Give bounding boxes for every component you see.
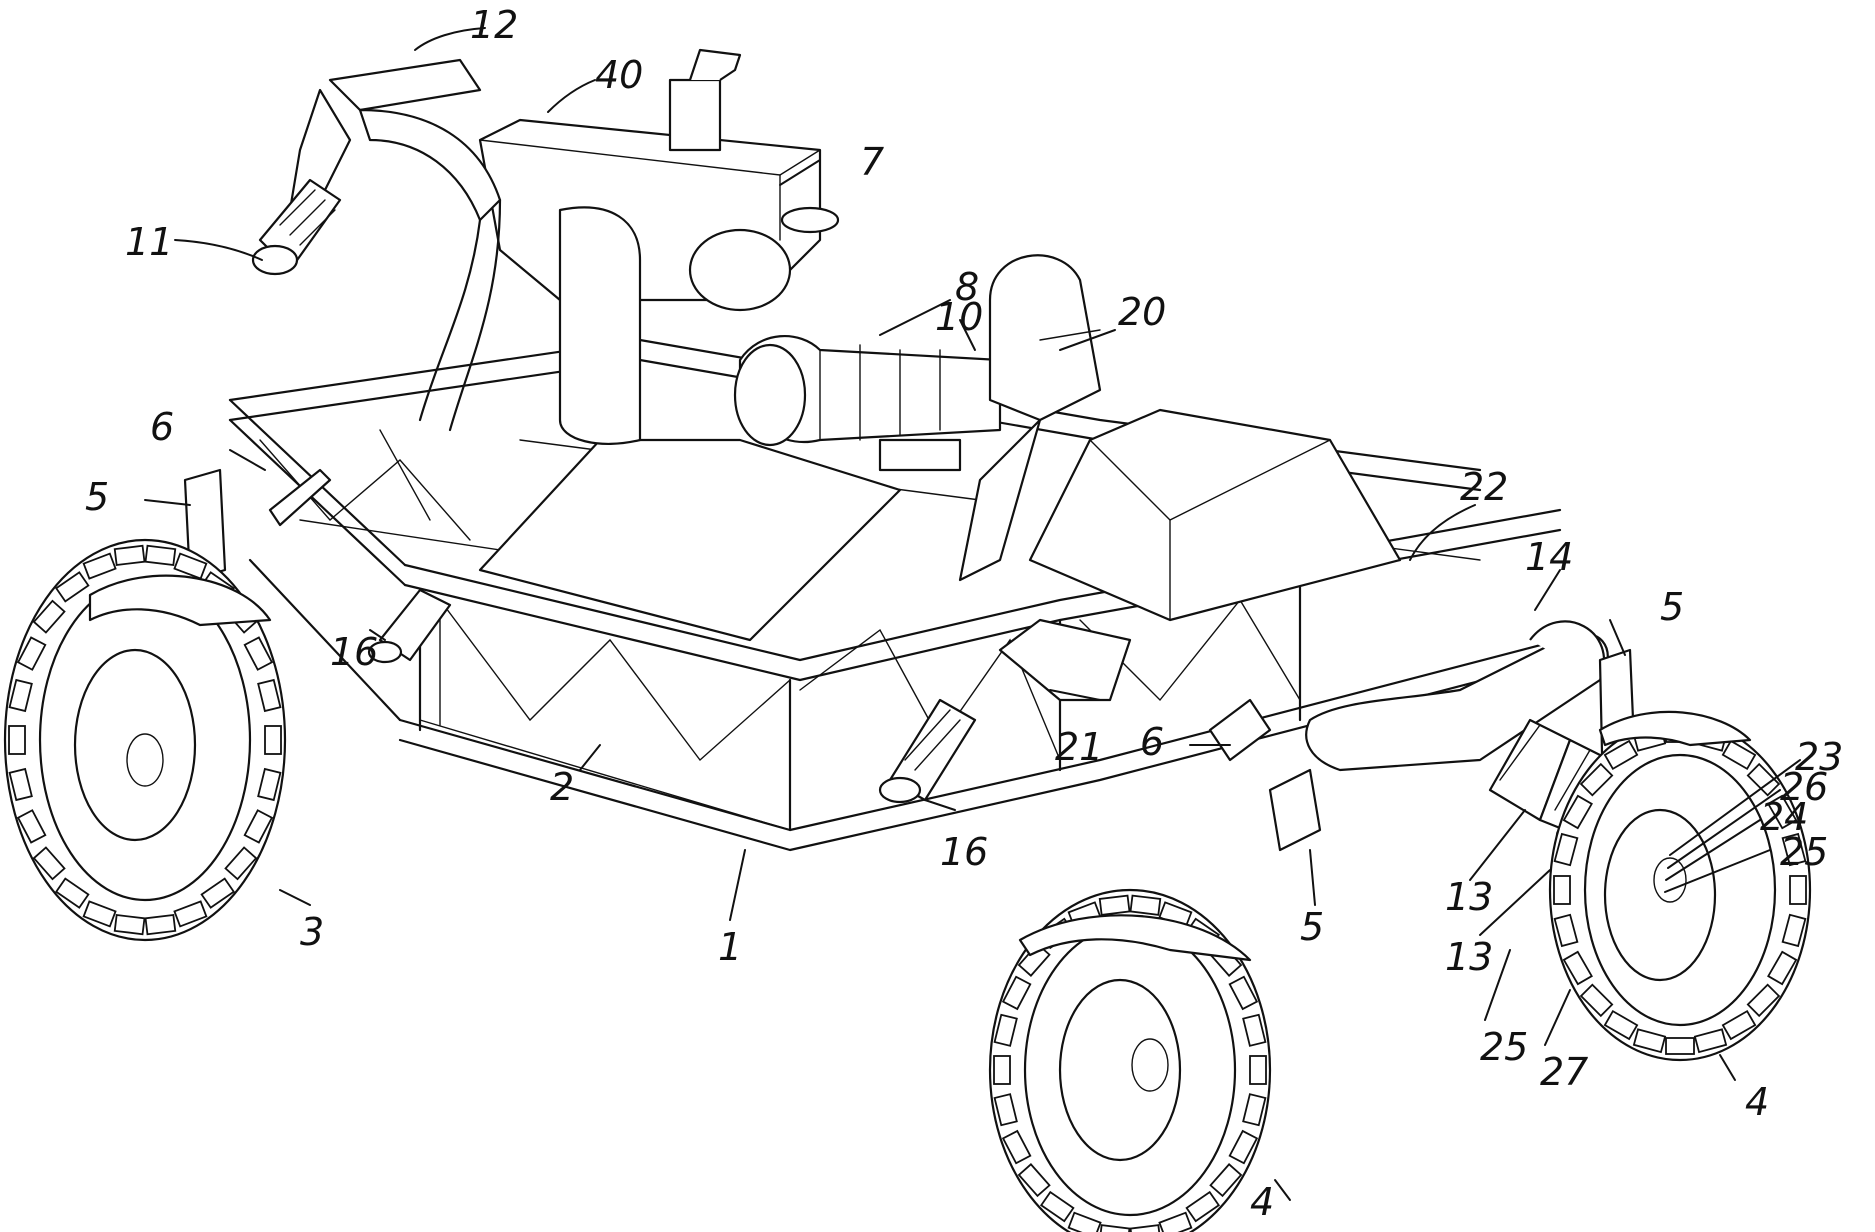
tread-block xyxy=(265,726,281,754)
label-25-bottom: 25 xyxy=(1480,1025,1528,1069)
label-10: 10 xyxy=(935,295,983,339)
label-6-left: 6 xyxy=(150,405,174,449)
nozzle-16-mid xyxy=(880,700,975,802)
tread-block xyxy=(146,915,176,934)
tread-block xyxy=(994,1056,1010,1084)
duct-21 xyxy=(1000,620,1130,700)
label-11: 11 xyxy=(125,220,173,264)
label-16-mid: 16 xyxy=(940,830,988,874)
label-1: 1 xyxy=(718,925,742,969)
wheel-4-bottom xyxy=(990,890,1270,1232)
label-5-bottom: 5 xyxy=(1300,905,1324,949)
strut-bottom-5 xyxy=(1270,770,1320,850)
label-27: 27 xyxy=(1540,1050,1588,1094)
rear-cover-box xyxy=(1030,410,1400,620)
wheel-3 xyxy=(5,540,285,940)
cylinder-left-6 xyxy=(270,470,330,525)
label-4-right: 4 xyxy=(1745,1080,1769,1124)
label-13-a: 13 xyxy=(1445,875,1493,919)
label-5-right: 5 xyxy=(1660,585,1684,629)
label-6-right: 6 xyxy=(1140,720,1164,764)
leader-lines xyxy=(145,28,1800,1200)
label-25-right: 25 xyxy=(1780,830,1828,874)
tread-block xyxy=(1131,896,1161,915)
nozzle-16-left xyxy=(369,590,450,662)
tread-block xyxy=(1790,876,1806,904)
tread-block xyxy=(9,726,25,754)
label-12: 12 xyxy=(470,3,518,47)
cylinder-right-6 xyxy=(1210,700,1270,760)
label-21: 21 xyxy=(1055,725,1103,769)
reference-numerals: 12 40 7 11 8 10 20 6 5 22 14 5 23 26 24 … xyxy=(85,3,1843,1224)
tread-block xyxy=(115,546,145,565)
label-16-left: 16 xyxy=(330,630,378,674)
label-4-bottom: 4 xyxy=(1250,1180,1274,1224)
label-40: 40 xyxy=(595,53,643,97)
label-7: 7 xyxy=(860,140,884,184)
boom-arm xyxy=(253,60,500,430)
tread-block xyxy=(1250,1056,1266,1084)
tread-block xyxy=(115,915,145,934)
label-20: 20 xyxy=(1118,290,1166,334)
front-cover-box xyxy=(480,440,900,640)
label-13-b: 13 xyxy=(1445,935,1493,979)
tread-block xyxy=(1100,896,1130,915)
label-2: 2 xyxy=(550,765,574,809)
tread-block xyxy=(146,546,176,565)
label-22: 22 xyxy=(1460,465,1508,509)
label-5-left: 5 xyxy=(85,475,109,519)
label-3: 3 xyxy=(300,910,324,954)
tread-block xyxy=(1666,1038,1694,1054)
tread-block xyxy=(1554,876,1570,904)
label-14: 14 xyxy=(1525,535,1573,579)
